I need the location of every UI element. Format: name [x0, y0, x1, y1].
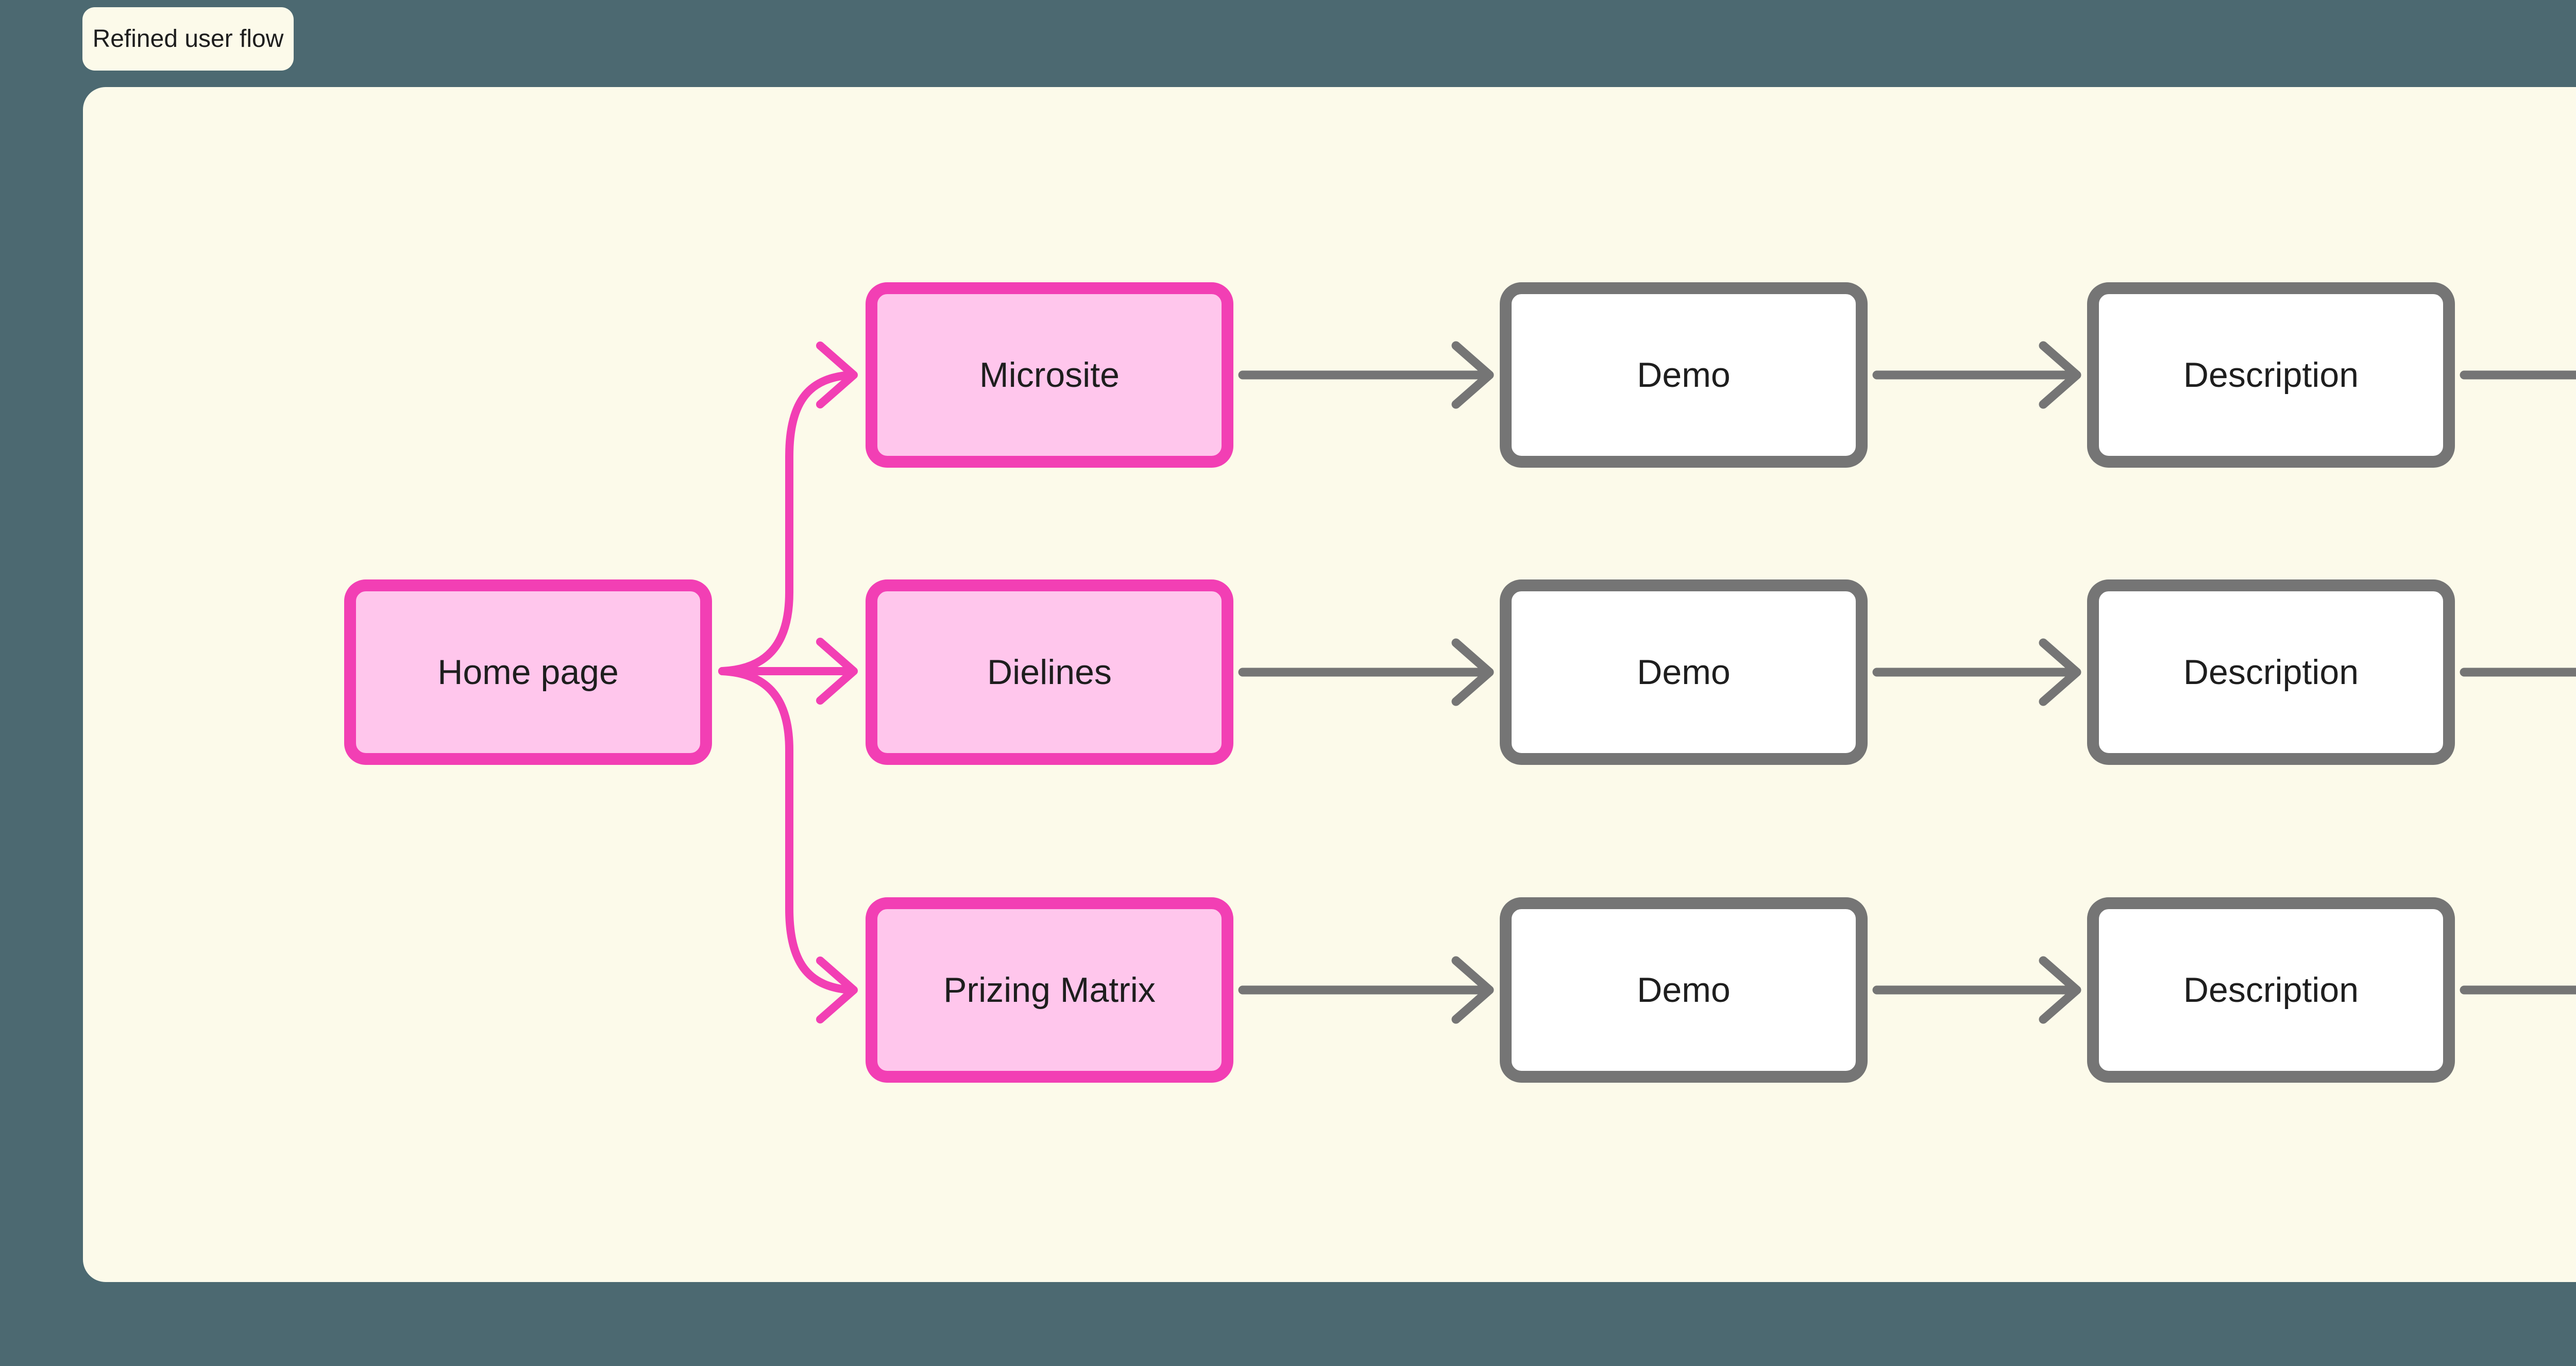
- node-dielines[interactable]: Dielines: [866, 579, 1233, 765]
- node-label: Home page: [437, 653, 619, 692]
- node-label: Demo: [1637, 970, 1731, 1010]
- node-prizing-matrix-demo[interactable]: Demo: [1500, 897, 1868, 1083]
- section-title-text: Refined user flow: [92, 25, 284, 53]
- node-dielines-demo[interactable]: Demo: [1500, 579, 1868, 765]
- node-label: Prizing Matrix: [943, 970, 1156, 1010]
- node-microsite[interactable]: Microsite: [866, 282, 1233, 468]
- connector-demo-to-description-row3[interactable]: [1872, 956, 2081, 1024]
- node-microsite-description[interactable]: Description: [2087, 282, 2455, 468]
- node-home-page[interactable]: Home page: [344, 579, 712, 765]
- node-label: Description: [2183, 653, 2359, 692]
- node-label: Description: [2183, 970, 2359, 1010]
- node-label: Demo: [1637, 355, 1731, 395]
- node-label: Dielines: [987, 653, 1112, 692]
- node-prizing-matrix[interactable]: Prizing Matrix: [866, 897, 1233, 1083]
- node-label: Demo: [1637, 653, 1731, 692]
- connector-prizing-matrix-to-demo-row3[interactable]: [1238, 956, 1494, 1024]
- section-title[interactable]: Refined user flow: [82, 7, 294, 71]
- connector-demo-to-description-row2[interactable]: [1872, 638, 2081, 706]
- node-dielines-description[interactable]: Description: [2087, 579, 2455, 765]
- connector-dielines-to-demo-row2[interactable]: [1238, 638, 1494, 706]
- connector-home-to-prizing-matrix[interactable]: [718, 667, 858, 1023]
- connector-demo-to-description-row1[interactable]: [1872, 341, 2081, 409]
- node-label: Microsite: [979, 355, 1120, 395]
- connector-description-to-deliverables-row3[interactable]: [2460, 961, 2576, 1019]
- connector-description-to-deliverables-row1[interactable]: [2460, 346, 2576, 404]
- connector-description-to-deliverables-row2[interactable]: [2460, 643, 2576, 702]
- connector-home-to-microsite[interactable]: [718, 341, 858, 675]
- node-label: Description: [2183, 355, 2359, 395]
- connector-microsite-to-demo-row1[interactable]: [1238, 341, 1494, 409]
- node-prizing-matrix-description[interactable]: Description: [2087, 897, 2455, 1083]
- node-microsite-demo[interactable]: Demo: [1500, 282, 1868, 468]
